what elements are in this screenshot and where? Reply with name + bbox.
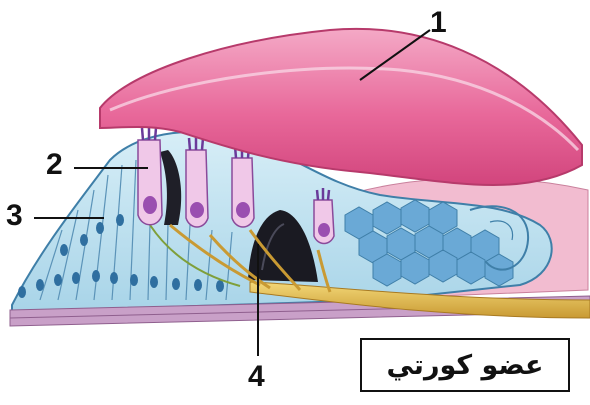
caption-box: عضو كورتي: [360, 338, 570, 392]
label-2: 2: [46, 150, 63, 180]
label-1: 1: [430, 8, 447, 38]
label-3: 3: [6, 201, 23, 231]
label-4: 4: [248, 362, 265, 392]
caption-organ-of-corti: عضو كورتي: [386, 350, 543, 381]
